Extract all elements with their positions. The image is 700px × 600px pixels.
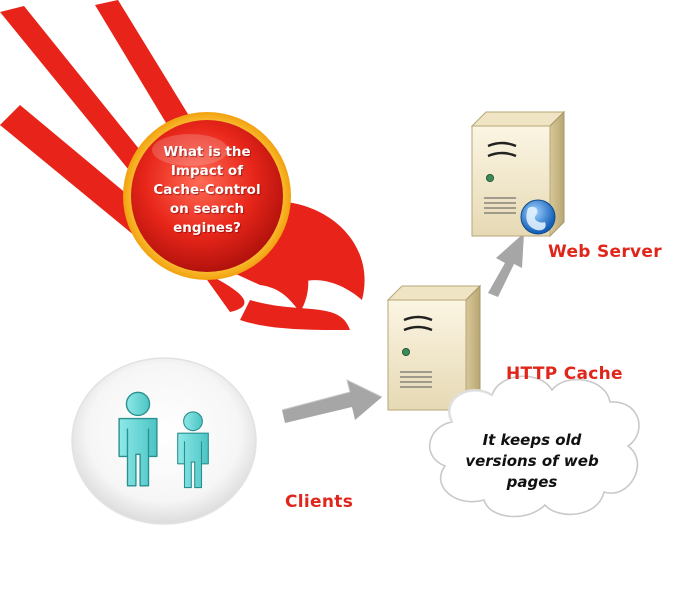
cloud-note-line: pages <box>506 473 558 491</box>
headline-line: on search <box>169 201 245 217</box>
headline-text: What is the Impact of Cache-Control on s… <box>137 143 277 238</box>
headline-badge <box>123 112 291 280</box>
headline-line: What is the <box>163 144 251 160</box>
cache-to-server-arrow <box>488 233 524 297</box>
web-server-label: Web Server <box>548 242 662 262</box>
headline-line: Impact of <box>170 163 244 179</box>
cloud-note-line: It keeps old <box>482 431 582 449</box>
clients-to-cache-arrow <box>281 379 383 423</box>
cloud-note-text: It keeps old versions of web pages <box>452 430 612 493</box>
headline-line: engines? <box>173 220 241 236</box>
cloud-note-line: versions of web <box>465 452 599 470</box>
clients-label: Clients <box>285 492 354 512</box>
headline-line: Cache-Control <box>153 182 261 198</box>
http-cache-label: HTTP Cache <box>506 364 623 384</box>
cloud-shape <box>428 375 640 518</box>
clients-bubble <box>71 357 257 525</box>
globe-icon <box>520 199 556 235</box>
